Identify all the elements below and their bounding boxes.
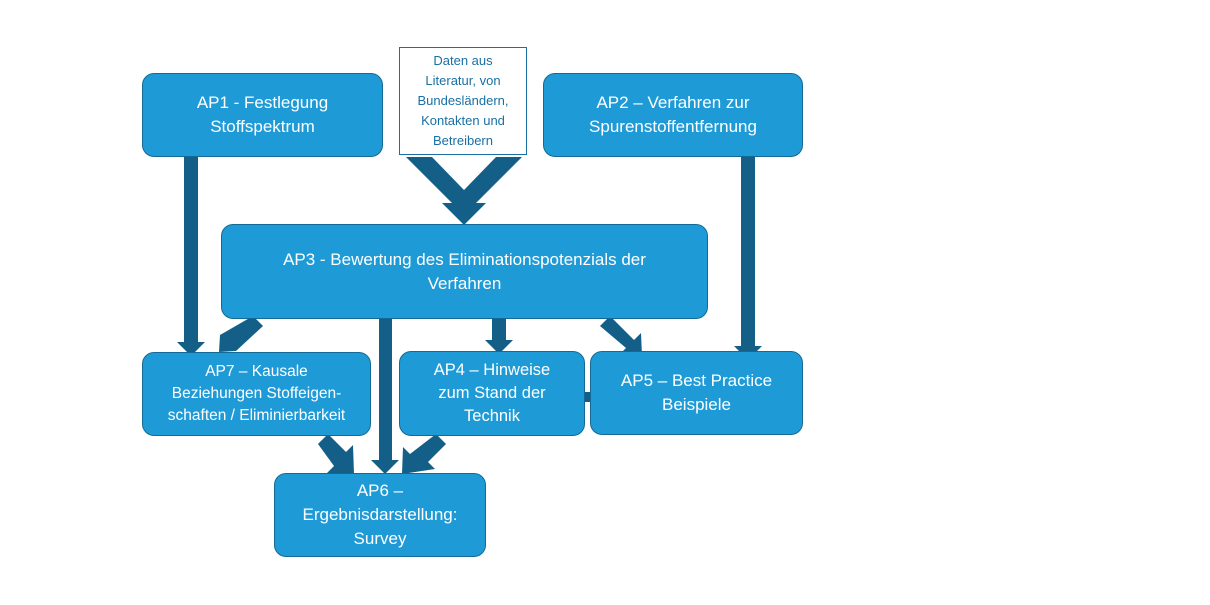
arrow-ap3-to-ap6 bbox=[371, 318, 399, 474]
arrow-source-to-ap3 bbox=[406, 157, 522, 225]
arrow-ap1-to-ap7 bbox=[177, 157, 205, 356]
data-source-box: Daten aus Literatur, von Bundesländern, … bbox=[399, 47, 527, 155]
box-ap4-label: AP4 – Hinweise zum Stand der Technik bbox=[433, 360, 551, 426]
box-ap6-label: AP6 – Ergebnisdarstellung: Survey bbox=[302, 481, 458, 548]
arrow-ap7-to-ap6 bbox=[318, 434, 354, 474]
arrow-ap3-to-ap7 bbox=[219, 316, 263, 352]
arrow-ap4-to-ap6 bbox=[402, 434, 446, 474]
data-source-text: Daten aus Literatur, von Bundesländern, … bbox=[417, 52, 509, 149]
arrow-ap3-to-ap5 bbox=[600, 316, 642, 356]
box-ap4: AP4 – Hinweise zum Stand der Technik bbox=[399, 351, 585, 436]
box-ap7-label: AP7 – Kausale Beziehungen Stoffeigen- sc… bbox=[167, 363, 346, 424]
box-ap2-label: AP2 – Verfahren zur Spurenstoffentfernun… bbox=[589, 93, 757, 136]
box-ap2: AP2 – Verfahren zur Spurenstoffentfernun… bbox=[543, 73, 803, 157]
box-ap5-label: AP5 – Best Practice Beispiele bbox=[620, 371, 773, 414]
arrow-ap2-to-ap5 bbox=[734, 157, 762, 360]
box-ap3-label: AP3 - Bewertung des Eliminationspotenzia… bbox=[283, 249, 646, 293]
box-ap1: AP1 - Festlegung Stoffspektrum bbox=[142, 73, 383, 157]
arrow-ap3-to-ap4 bbox=[485, 318, 513, 354]
box-ap5: AP5 – Best Practice Beispiele bbox=[590, 351, 803, 435]
box-ap3: AP3 - Bewertung des Eliminationspotenzia… bbox=[221, 224, 708, 319]
box-ap1-label: AP1 - Festlegung Stoffspektrum bbox=[196, 93, 329, 136]
box-ap6: AP6 – Ergebnisdarstellung: Survey bbox=[274, 473, 486, 557]
box-ap7: AP7 – Kausale Beziehungen Stoffeigen- sc… bbox=[142, 352, 371, 436]
